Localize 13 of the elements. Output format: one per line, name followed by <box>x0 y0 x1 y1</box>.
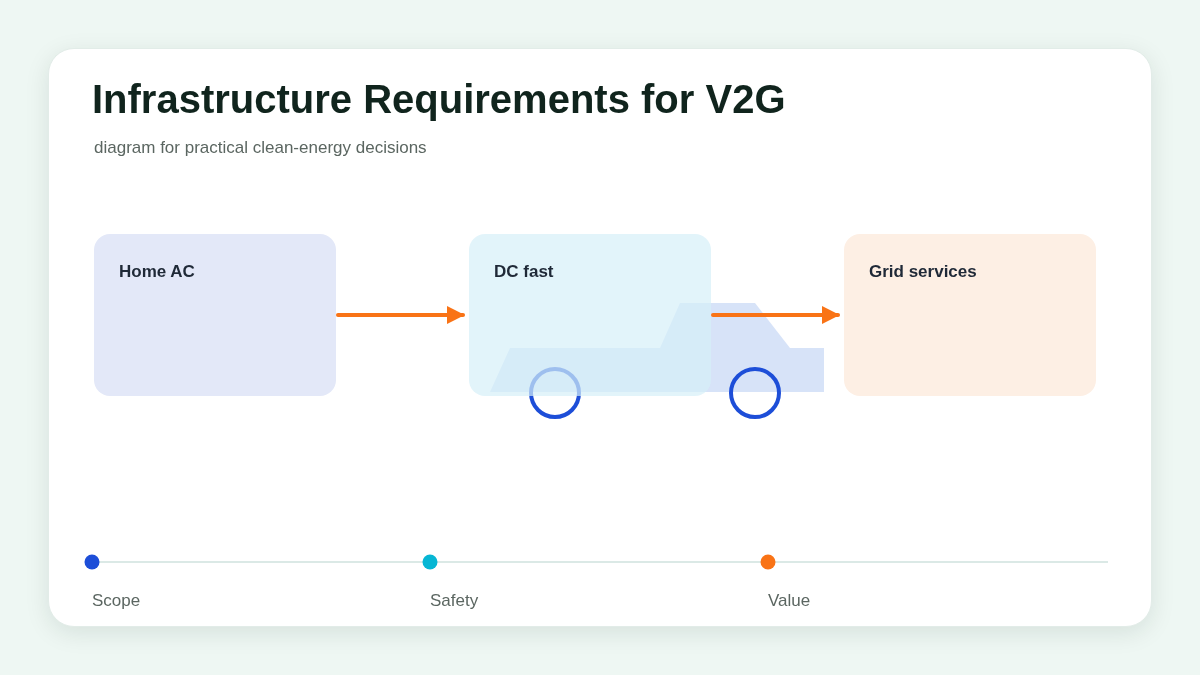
timeline-label: Scope <box>92 590 141 612</box>
timeline-label: Safety <box>430 590 479 612</box>
box-title: DC fast <box>494 261 554 283</box>
process-box <box>94 234 336 396</box>
subtitle: diagram for practical clean-energy decisions <box>94 137 427 159</box>
box-title: Home AC <box>119 261 195 283</box>
title: Infrastructure Requirements for V2G <box>92 76 786 123</box>
box-title: Grid services <box>869 261 977 283</box>
process-box <box>469 234 711 396</box>
arrow <box>711 306 840 324</box>
process-box <box>844 234 1096 396</box>
timeline-label: Value <box>768 590 811 612</box>
arrow <box>336 306 465 324</box>
